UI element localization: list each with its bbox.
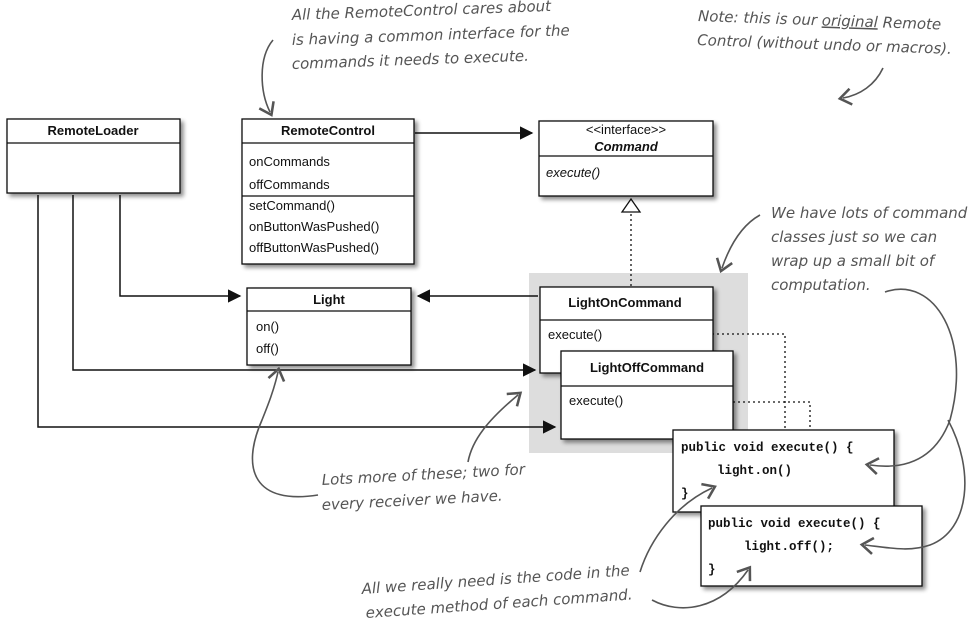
class-light-off-command (560, 350, 734, 440)
class-remote-loader (6, 118, 181, 194)
note-arrow (715, 214, 761, 274)
note-original-remote: Note: this is our original Remote Contro… (697, 7, 952, 58)
note-line: computation. (771, 276, 871, 294)
class-method: off() (256, 341, 279, 356)
code-line: light.on() (717, 464, 792, 478)
class-light (246, 287, 412, 366)
note-lots-of-classes: We have lots of command classes just so … (771, 204, 968, 294)
class-attribute: onCommands (249, 154, 330, 169)
class-method: execute() (569, 393, 623, 408)
note-line: We have lots of command (771, 204, 968, 222)
note-line: wrap up a small bit of (771, 252, 937, 270)
note-line: classes just so we can (771, 228, 937, 246)
note-arrow (258, 39, 275, 117)
class-method: execute() (548, 327, 602, 342)
class-name: LightOffCommand (590, 360, 704, 375)
class-name: LightOnCommand (568, 295, 681, 310)
note-line: Note: this is our original Remote (698, 7, 942, 33)
code-line: } (681, 487, 689, 501)
association-arrow (72, 195, 537, 377)
note-arrow (639, 482, 717, 573)
class-attribute: offCommands (249, 177, 330, 192)
association-arrow (37, 195, 557, 434)
note-line: All the RemoteControl cares about (291, 0, 553, 24)
association-arrow (119, 195, 242, 303)
class-method: on() (256, 319, 279, 334)
note-arrow (837, 67, 884, 106)
note-arrow (864, 288, 958, 475)
class-name: Command (594, 139, 659, 154)
note-line: every receiver we have. (321, 487, 503, 514)
code-line: public void execute() { (681, 441, 854, 455)
note-remote-control-cares: All the RemoteControl cares about is hav… (291, 0, 570, 73)
note-arrow (467, 391, 523, 463)
class-name: RemoteControl (281, 123, 375, 138)
note-line: Control (without undo or macros). (697, 31, 952, 58)
class-method: onButtonWasPushed() (249, 219, 379, 234)
code-line: } (708, 563, 716, 577)
interface-command (538, 120, 714, 197)
class-remote-control (241, 118, 415, 265)
class-name: RemoteLoader (47, 123, 138, 138)
class-method: setCommand() (249, 198, 335, 213)
note-line: is having a common interface for the (292, 21, 570, 49)
interface-stereotype: <<interface>> (586, 122, 666, 137)
note-all-we-need: All we really need is the code in the ex… (360, 561, 633, 622)
note-arrow (651, 565, 752, 609)
class-method: execute() (546, 165, 600, 180)
code-link-dotted (612, 333, 786, 430)
class-method: offButtonWasPushed() (249, 240, 379, 255)
note-arrow (251, 366, 319, 498)
class-name: Light (313, 292, 345, 307)
note-arrow (859, 419, 966, 555)
note-line: Lots more of these; two for (321, 460, 526, 489)
note-line: commands it needs to execute. (292, 47, 530, 73)
realization-triangle (620, 197, 642, 213)
code-line: public void execute() { (708, 517, 881, 531)
code-line: light.off(); (744, 540, 834, 554)
note-lots-more: Lots more of these; two for every receiv… (321, 460, 526, 514)
